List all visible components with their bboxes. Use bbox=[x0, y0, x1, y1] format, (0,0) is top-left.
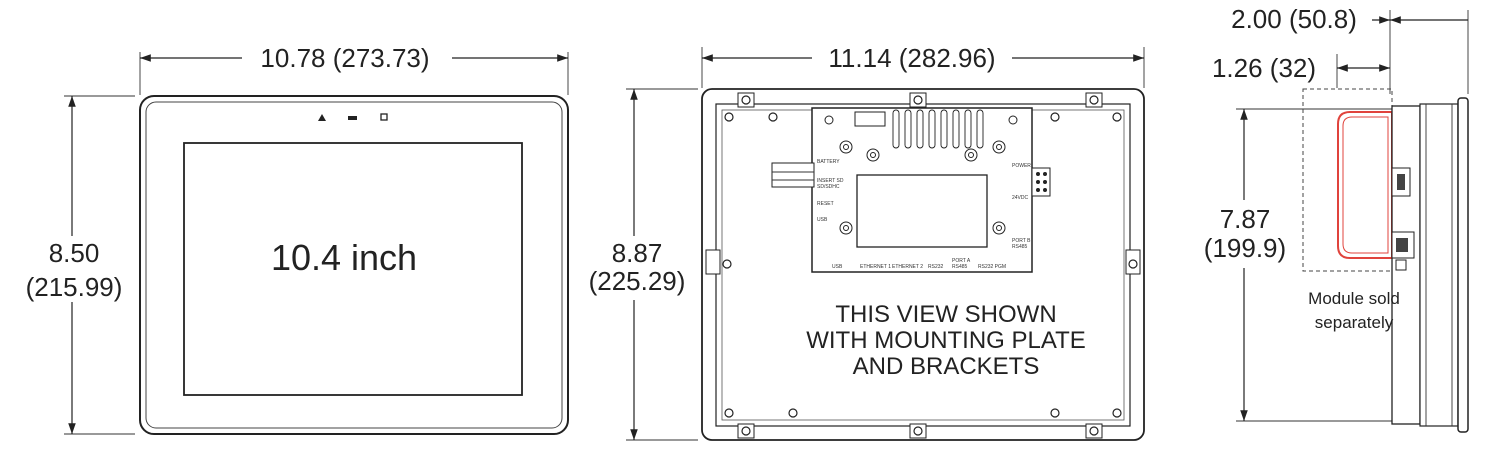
module-label-rs232: RS232 bbox=[928, 264, 944, 270]
module-label-rs485-a: RS485 bbox=[952, 264, 968, 270]
rear-usb-connector bbox=[771, 162, 815, 188]
screw-icon bbox=[913, 95, 923, 105]
module-label-24vdc: 24VDC bbox=[1012, 195, 1029, 201]
screw-icon bbox=[724, 408, 734, 418]
rear-view: 11.14 (282.96) 8.87 (225.29) bbox=[589, 43, 1145, 441]
screw-icon bbox=[1089, 95, 1099, 105]
front-view: 10.78 (273.73) 8.50 (215.99) 10.4 inch bbox=[26, 43, 569, 435]
screw-icon bbox=[1050, 408, 1060, 418]
module-label-battery: BATTERY bbox=[817, 159, 840, 165]
rear-note-line1: THIS VIEW SHOWN bbox=[835, 301, 1056, 328]
screw-icon bbox=[1112, 112, 1122, 122]
screw-icon bbox=[722, 259, 732, 269]
module-label-usb-host: USB bbox=[832, 264, 843, 270]
side-latch bbox=[1395, 259, 1407, 271]
screw-icon bbox=[913, 426, 923, 436]
rear-bracket-left bbox=[705, 249, 721, 275]
side-bezel bbox=[1457, 97, 1469, 433]
rear-module-holes bbox=[824, 115, 1018, 235]
rear-power-connector bbox=[1031, 167, 1051, 197]
side-module-inner-outline bbox=[1342, 116, 1389, 254]
screw-icon bbox=[1089, 426, 1099, 436]
front-width-label: 10.78 (273.73) bbox=[260, 43, 429, 73]
module-label-rs485-b: RS485 bbox=[1012, 244, 1028, 250]
front-height-label-line1: 8.50 bbox=[49, 238, 100, 268]
module-label-port-a: PORT A bbox=[952, 258, 971, 264]
side-port-terminal bbox=[1396, 238, 1408, 252]
rear-width-label: 11.14 (282.96) bbox=[828, 43, 995, 73]
module-label-rs232-pgm: RS232 PGM bbox=[978, 264, 1006, 270]
front-bezel-inner bbox=[145, 101, 563, 429]
rear-note-line2: WITH MOUNTING PLATE bbox=[806, 327, 1086, 354]
front-height-label-line2: (215.99) bbox=[26, 272, 123, 302]
rear-module-window bbox=[856, 174, 988, 248]
side-module-envelope bbox=[1302, 88, 1393, 272]
module-label-sdhc: SD/SDHC bbox=[817, 184, 840, 190]
rear-module-vents bbox=[892, 109, 984, 149]
module-label-usb-device: USB bbox=[817, 217, 828, 223]
module-label-ethernet-2: ETHERNET 2 bbox=[892, 264, 923, 270]
screw-icon bbox=[1112, 408, 1122, 418]
side-depth-label: 2.00 (50.8) bbox=[1231, 4, 1357, 34]
side-height-label-line1: 7.87 bbox=[1220, 204, 1271, 234]
side-module-note-line2: separately bbox=[1315, 313, 1394, 332]
side-height-label-line2: (199.9) bbox=[1204, 233, 1286, 263]
rear-module-latch bbox=[854, 111, 886, 127]
side-power-terminal bbox=[1397, 174, 1405, 190]
side-module-note-line1: Module sold bbox=[1308, 289, 1400, 308]
front-square-icon bbox=[380, 113, 388, 121]
module-label-reset: RESET bbox=[817, 201, 834, 207]
module-label-port-b: PORT B bbox=[1012, 238, 1031, 244]
front-screen-label: 10.4 inch bbox=[271, 237, 417, 278]
rear-height-label-line2: (225.29) bbox=[589, 266, 686, 296]
side-module-depth-label: 1.26 (32) bbox=[1212, 53, 1316, 83]
screw-icon bbox=[788, 408, 798, 418]
module-label-ethernet-1: ETHERNET 1 bbox=[860, 264, 891, 270]
rear-note-line3: AND BRACKETS bbox=[853, 353, 1040, 380]
side-module-outline bbox=[1337, 111, 1393, 259]
front-triangle-icon bbox=[318, 114, 326, 121]
screw-icon bbox=[741, 95, 751, 105]
screw-icon bbox=[1050, 112, 1060, 122]
module-label-power: POWER bbox=[1012, 163, 1031, 169]
screw-icon bbox=[768, 112, 778, 122]
screw-icon bbox=[741, 426, 751, 436]
module-label-insert-sd: INSERT SD bbox=[817, 178, 844, 184]
front-bar-icon bbox=[348, 116, 357, 120]
side-view: 2.00 (50.8) 1.26 (32) 7.87 (199.9) Modul… bbox=[1204, 4, 1469, 433]
screw-icon bbox=[724, 112, 734, 122]
screw-icon bbox=[1128, 259, 1138, 269]
front-screen bbox=[183, 142, 523, 396]
rear-height-label-line1: 8.87 bbox=[612, 238, 663, 268]
